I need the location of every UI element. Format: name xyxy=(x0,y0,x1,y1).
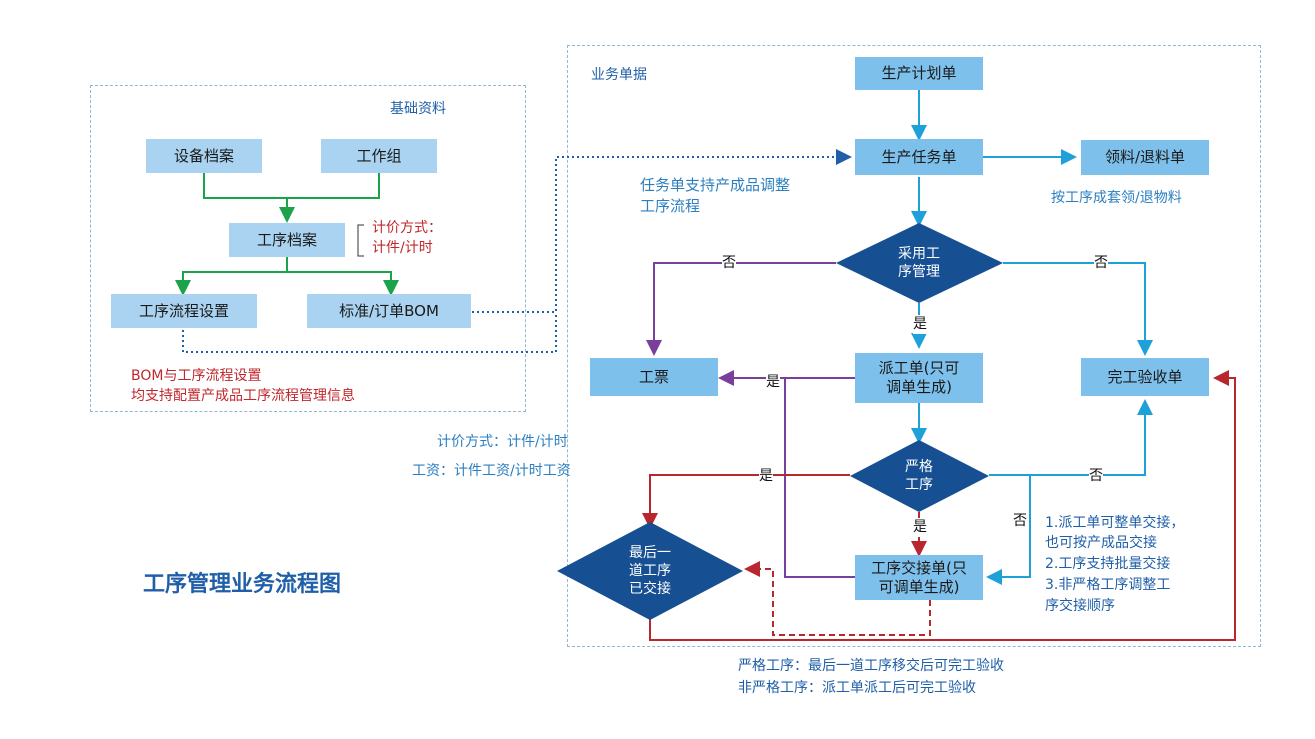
dispatch-order-box[interactable]: 派工单(只可 调单生成) xyxy=(855,353,983,403)
purple-connectors xyxy=(646,262,855,578)
workgroup-label: 工作组 xyxy=(356,146,402,165)
red-connectors xyxy=(642,370,1236,641)
strict-line1: 严格 xyxy=(905,459,933,475)
handover-note-4: 3.非严格工序调整工 xyxy=(1045,577,1171,593)
diamond-strict xyxy=(850,440,989,512)
bom-label: 标准/订单BOM xyxy=(339,301,439,320)
pricing-note-line2: 计件/计时 xyxy=(372,240,433,256)
diamond-last-step xyxy=(557,522,743,620)
equipment-file-box[interactable]: 设备档案 xyxy=(146,139,262,173)
handover-note-3: 2.工序支持批量交接 xyxy=(1045,556,1171,572)
equipment-file-label: 设备档案 xyxy=(173,146,234,165)
basic-data-panel xyxy=(90,85,526,412)
pricing-note-line1: 计价方式： xyxy=(372,220,442,236)
edge-label-no-right: 否 xyxy=(1094,254,1108,273)
edge-label-yes-handover: 是 xyxy=(913,518,927,537)
work-ticket-box[interactable]: 工票 xyxy=(590,358,718,396)
task-adjust-note-1: 任务单支持产成品调整 xyxy=(640,176,791,194)
last-step-line2: 道工序 xyxy=(629,563,671,579)
diamond-use-process xyxy=(836,223,1003,303)
material-pick-box[interactable]: 领料/退料单 xyxy=(1081,140,1209,175)
completion-rule-1: 严格工序：最后一道工序移交后可完工验收 xyxy=(738,658,1004,674)
bom-box[interactable]: 标准/订单BOM xyxy=(307,294,471,328)
handover-note-5: 序交接顺序 xyxy=(1045,598,1115,614)
completion-acceptance-label: 完工验收单 xyxy=(1107,367,1183,386)
completion-rule-2: 非严格工序：派工单派工后可完工验收 xyxy=(738,680,976,696)
edge-label-yes-down: 是 xyxy=(913,315,927,334)
process-flow-setting-box[interactable]: 工序流程设置 xyxy=(111,294,257,328)
use-process-line2: 序管理 xyxy=(898,264,940,280)
strict-line2: 工序 xyxy=(905,477,933,493)
process-file-label: 工序档案 xyxy=(256,230,317,249)
dispatch-order-label-2: 调单生成) xyxy=(886,378,952,396)
basic-data-label: 基础资料 xyxy=(390,101,446,117)
bom-note-line2: 均支持配置产成品工序流程管理信息 xyxy=(131,388,355,404)
handover-order-label-2: 可调单生成) xyxy=(878,577,960,596)
handover-note-2: 也可按产成品交接 xyxy=(1045,535,1157,551)
process-file-box[interactable]: 工序档案 xyxy=(229,223,345,257)
workgroup-box[interactable]: 工作组 xyxy=(321,139,437,173)
wage-note-1: 计价方式：计件/计时 xyxy=(437,434,568,450)
handover-note-1: 1.派工单可整单交接， xyxy=(1045,515,1185,531)
edge-label-no-handover: 否 xyxy=(1013,512,1027,531)
diagram-title: 工序管理业务流程图 xyxy=(143,572,342,597)
production-plan-box[interactable]: 生产计划单 xyxy=(855,57,983,90)
last-step-line1: 最后一 xyxy=(629,545,671,561)
material-pick-label: 领料/退料单 xyxy=(1104,148,1186,166)
handover-order-box[interactable]: 工序交接单(只 可调单生成) xyxy=(855,555,983,600)
edge-label-no-strict: 否 xyxy=(1089,467,1103,486)
production-task-box[interactable]: 生产任务单 xyxy=(855,139,983,175)
process-flow-setting-label: 工序流程设置 xyxy=(138,301,229,320)
dotted-connectors xyxy=(182,149,852,353)
completion-acceptance-box[interactable]: 完工验收单 xyxy=(1081,358,1209,396)
edge-label-no-left: 否 xyxy=(722,254,736,273)
material-by-set-note: 按工序成套领/退物料 xyxy=(1051,190,1182,206)
strict-process-label: 严格 工序 xyxy=(880,456,958,496)
production-task-label: 生产任务单 xyxy=(881,147,957,166)
dispatch-order-label-1: 派工单(只可 xyxy=(878,359,960,377)
business-docs-panel xyxy=(567,45,1261,647)
task-adjust-note-2: 工序流程 xyxy=(640,197,701,215)
work-ticket-label: 工票 xyxy=(638,367,669,386)
last-step-line3: 已交接 xyxy=(629,581,671,597)
edge-label-yes-ticket: 是 xyxy=(766,373,780,392)
business-docs-label: 业务单据 xyxy=(591,67,647,83)
last-step-label: 最后一 道工序 已交接 xyxy=(605,541,695,601)
bom-note-line1: BOM与工序流程设置 xyxy=(131,368,262,384)
production-plan-label: 生产计划单 xyxy=(881,64,957,82)
use-process-line1: 采用工 xyxy=(898,246,940,262)
use-process-label: 采用工 序管理 xyxy=(870,243,968,283)
green-connectors xyxy=(175,173,399,296)
handover-order-label-1: 工序交接单(只 xyxy=(871,558,967,577)
edge-label-yes-strict: 是 xyxy=(759,467,773,486)
wage-note-2: 工资：计件工资/计时工资 xyxy=(412,463,571,479)
